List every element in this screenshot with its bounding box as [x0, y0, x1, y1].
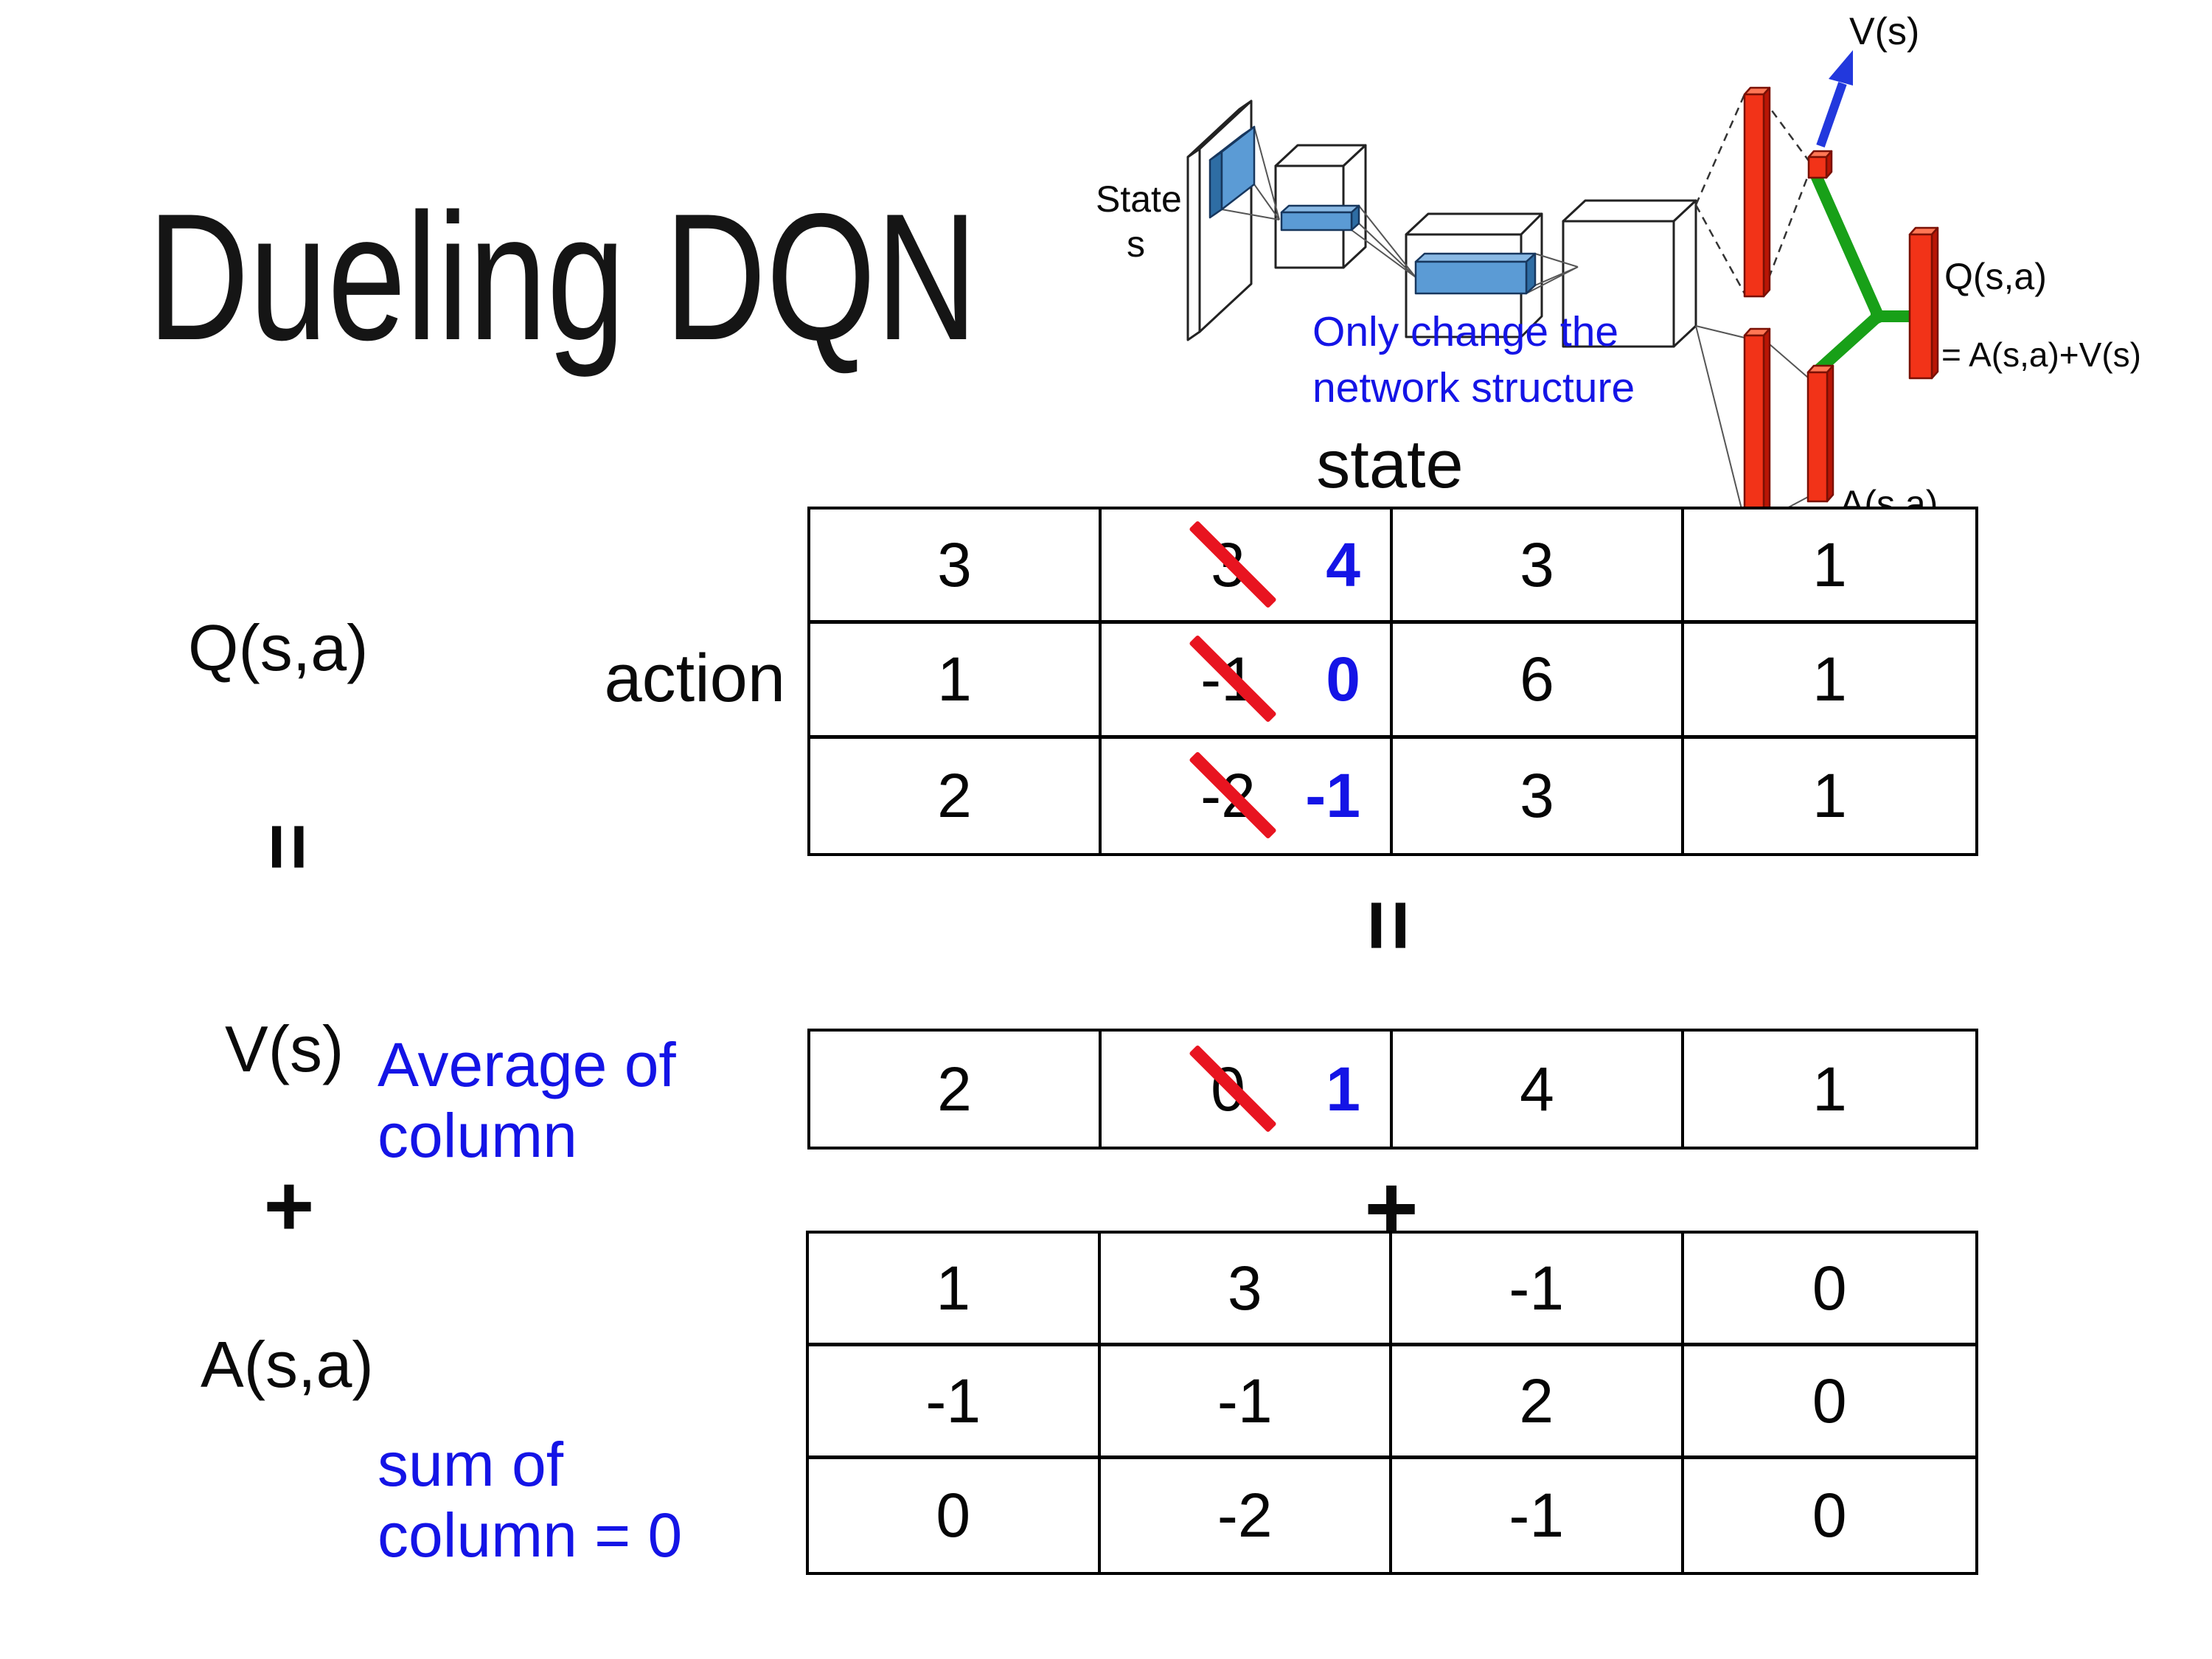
fc-bar-value-hidden — [1743, 86, 1771, 298]
fc-bar-advantage-hidden — [1743, 327, 1771, 526]
q-table: 3 3 4 3 1 1 -1 0 6 1 2 -2 -1 3 1 — [807, 507, 1978, 856]
average-of-column-note: Average of column — [378, 1030, 676, 1170]
a-cell: -1 — [1392, 1234, 1684, 1346]
v-matrix-label: V(s) — [225, 1012, 344, 1085]
diagram-q-label: Q(s,a) — [1944, 256, 2047, 297]
conv-slab-1 — [1280, 204, 1360, 232]
a-node-bar — [1806, 364, 1834, 503]
a-cell: -1 — [809, 1346, 1101, 1459]
diagram-state-label: State — [1096, 178, 1182, 220]
value-arrow — [1816, 50, 1853, 147]
equals-sign-middle: = — [1340, 899, 1440, 952]
page-title: Dueling DQN — [147, 175, 978, 378]
q-cell: 6 — [1393, 624, 1684, 739]
a-cell: -1 — [1392, 1459, 1684, 1572]
a-cell: 0 — [1683, 1346, 1975, 1459]
q-cell: 1 — [810, 624, 1102, 739]
q-cell: 3 — [1393, 738, 1684, 853]
a-cell: 0 — [809, 1459, 1101, 1572]
q-cell: 1 — [1812, 760, 1847, 830]
a-cell: 2 — [1392, 1346, 1684, 1459]
q-matrix-label: Q(s,a) — [188, 611, 369, 684]
q-cell: 1 — [1684, 624, 1975, 739]
conv-slab-2 — [1414, 252, 1537, 295]
a-matrix-label: A(s,a) — [201, 1328, 374, 1401]
state-axis-label: state — [1316, 427, 1464, 502]
diagram-state-s: s — [1127, 223, 1145, 265]
a-cell: -2 — [1101, 1459, 1392, 1572]
v-cell: 4 — [1393, 1032, 1684, 1147]
a-cell: 0 — [1812, 1481, 1847, 1550]
v-cell-struck: 0 1 — [1102, 1032, 1393, 1147]
action-axis-label: action — [604, 641, 786, 716]
a-cell: 1 — [809, 1234, 1101, 1346]
conv-kernel-input — [1208, 125, 1256, 219]
equals-sign-left: = — [243, 822, 335, 871]
a-table: 1 3 -1 0 -1 -1 2 0 0 -2 -1 0 — [806, 1231, 1978, 1575]
a-cell: 0 — [1683, 1234, 1975, 1346]
plus-sign-left: + — [263, 1158, 315, 1255]
q-cell: 1 — [1684, 509, 1975, 625]
q-output-bar — [1908, 226, 1939, 380]
value-stream-links — [1694, 94, 1810, 294]
q-cell: 2 — [810, 738, 1102, 853]
diagram-q-formula: = A(s,a)+V(s) — [1941, 335, 2141, 374]
a-cell: -1 — [1100, 1346, 1392, 1459]
q-cell-struck: -1 0 — [1102, 624, 1393, 739]
diagram-v-label: V(s) — [1849, 10, 1919, 53]
q-cell-struck: -2 -1 — [1102, 738, 1393, 853]
v-cell: 2 — [810, 1032, 1102, 1147]
diagram-note: Only change the network structure — [1312, 308, 1635, 411]
a-cell: 3 — [1100, 1234, 1392, 1346]
v-table: 2 0 1 4 1 — [807, 1029, 1978, 1150]
conv-box-3 — [1562, 199, 1697, 348]
q-cell: 3 — [810, 509, 1102, 625]
sum-of-column-note: sum of column = 0 — [378, 1430, 683, 1570]
v-cell: 1 — [1812, 1054, 1847, 1124]
q-cell: 3 — [1393, 509, 1684, 625]
conv-fan-lines — [1221, 126, 1579, 294]
q-cell-struck: 3 4 — [1102, 509, 1393, 625]
v-node — [1807, 150, 1833, 179]
merge-connector — [1809, 173, 1916, 379]
